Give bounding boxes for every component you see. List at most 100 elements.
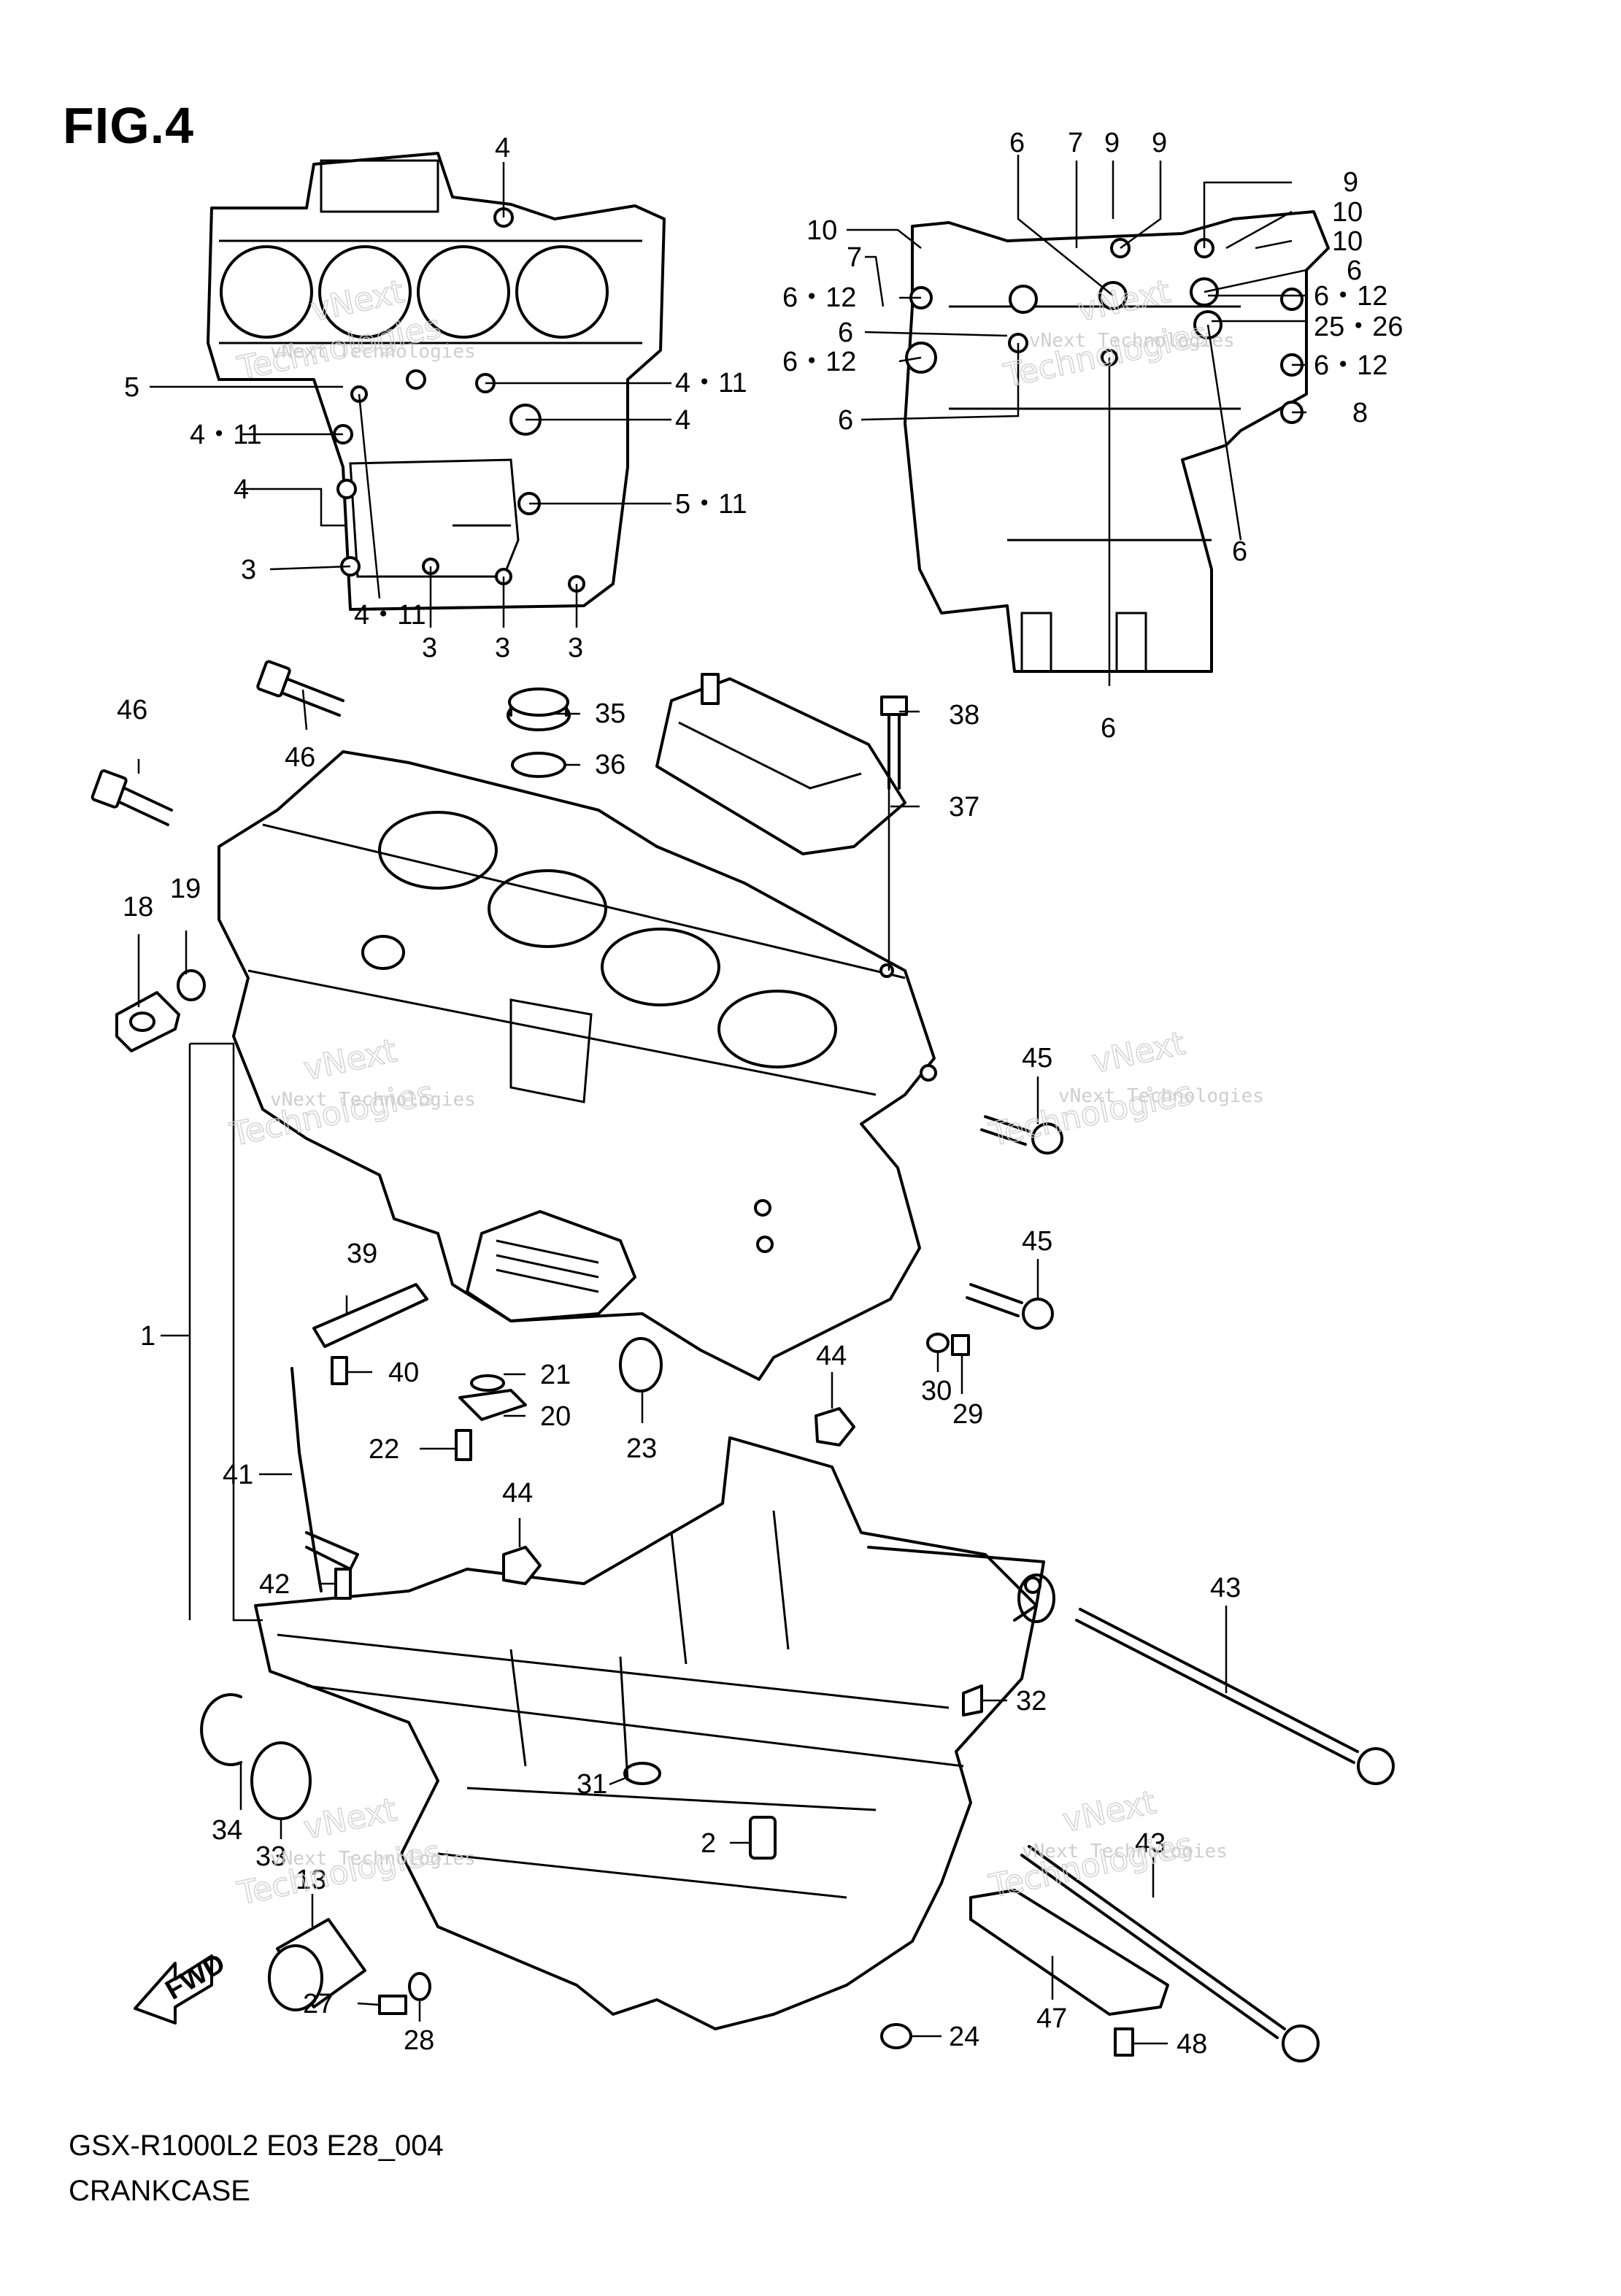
part-30-washer: [926, 1333, 950, 1353]
callout-label: 33: [255, 1841, 286, 1872]
watermark-text: vNext: [301, 1791, 400, 1847]
callout-label: 13: [296, 1865, 326, 1895]
part-37-cover: [655, 673, 906, 855]
callout-label: 36: [595, 750, 625, 780]
callout-label: 20: [540, 1401, 571, 1432]
watermark-text: vNext Technologies: [270, 1848, 476, 1870]
part-34-circlip: [200, 1693, 242, 1766]
callout-label: 41: [223, 1460, 253, 1490]
callout-label: 24: [949, 2022, 979, 2052]
callout-label: 44: [816, 1341, 847, 1371]
callout-label: 29: [952, 1399, 983, 1430]
callout-label: 4: [675, 405, 690, 436]
callout-label: 48: [1177, 2029, 1207, 2060]
watermark-text: vNext Technologies: [1029, 330, 1235, 352]
fwd-label: FWD: [161, 1948, 231, 2006]
callout-label: 2: [701, 1828, 716, 1859]
callout-labels: 4 5 4・11 4 3 4・11 3 3 3 4・11 4 5・11 6 7 …: [117, 128, 1404, 2060]
part-45-bolt-a: [980, 1115, 1063, 1155]
model-code: GSX-R1000L2 E03 E28_004: [69, 2130, 444, 2162]
part-23-cap: [619, 1337, 663, 1392]
part-22-bolt: [455, 1429, 472, 1461]
watermark-text: vNext: [1089, 1025, 1188, 1081]
callout-label: 3: [241, 555, 256, 585]
callout-label: 46: [285, 742, 315, 773]
callout-label: 6: [1232, 536, 1247, 567]
inset-case-side-view: [904, 210, 1330, 673]
callout-label: 4: [234, 474, 249, 505]
part-47-bracket: [969, 1889, 1169, 2016]
callout-label: 6・12: [782, 347, 856, 377]
callout-label: 32: [1016, 1686, 1047, 1717]
watermark-text: vNext Technologies: [1022, 1841, 1228, 1862]
callout-label: 34: [212, 1815, 242, 1846]
part-36-o-ring: [511, 752, 566, 778]
callout-label: 3: [568, 633, 583, 663]
callout-label: 9: [1152, 128, 1167, 158]
callout-label: 37: [949, 792, 979, 823]
part-28-washer: [408, 1972, 431, 2001]
callout-label: 44: [502, 1478, 533, 1509]
callout-label: 22: [369, 1434, 399, 1465]
watermark-text: vNext Technologies: [270, 1089, 476, 1111]
callout-label: 6: [1009, 128, 1025, 158]
callout-label: 27: [303, 1989, 334, 2019]
part-44-nut-b: [502, 1546, 542, 1585]
callout-label: 6・12: [782, 282, 856, 313]
callout-label: 21: [540, 1360, 571, 1390]
callout-label: 4・11: [675, 368, 747, 398]
diagram-name: CRANKCASE: [69, 2175, 250, 2207]
callout-label: 9: [1343, 167, 1358, 198]
part-24-plug: [880, 2023, 912, 2049]
callout-label: 4: [495, 133, 510, 163]
part-46-bolt-left: [91, 769, 173, 826]
callout-label: 3: [422, 633, 437, 663]
watermark-text: Technologies: [986, 1826, 1196, 1906]
part-45-bolt-b: [966, 1283, 1054, 1330]
callout-label: 6・12: [1314, 281, 1387, 312]
callout-label: 42: [259, 1569, 290, 1600]
part-40-bolt: [331, 1356, 348, 1385]
part-13-filter: [268, 1918, 366, 2011]
watermark-text: vNext Technologies: [1058, 1085, 1264, 1107]
callout-label: 10: [1332, 197, 1363, 228]
part-48-bolt: [1114, 2027, 1134, 2057]
part-42-bolt: [334, 1568, 352, 1600]
callout-label: 40: [388, 1357, 419, 1388]
callout-label: 6: [838, 317, 853, 348]
callout-label: 43: [1210, 1573, 1241, 1603]
callout-label: 35: [595, 698, 625, 729]
callout-label: 3: [495, 633, 510, 663]
part-20-clamp: [458, 1389, 527, 1421]
figure-title: FIG.4: [63, 97, 195, 154]
part-18-plug: [115, 991, 180, 1052]
callout-label: 9: [1104, 128, 1120, 158]
callout-label: 25・26: [1314, 312, 1404, 342]
callout-label: 43: [1135, 1828, 1166, 1859]
part-41-pipe: [290, 1367, 323, 1592]
part-33-gear: [250, 1741, 312, 1820]
callout-label: 10: [806, 215, 837, 246]
callout-label: 28: [404, 2025, 434, 2056]
part-39-bracket: [312, 1283, 428, 1348]
callout-label: 7: [847, 242, 862, 273]
part-43-long-bolt-b: [1020, 1845, 1320, 2062]
callout-label: 47: [1036, 2003, 1067, 2034]
part-43-long-bolt-a: [1075, 1608, 1395, 1785]
callout-label: 38: [949, 700, 979, 731]
callout-label: 6: [1347, 255, 1362, 286]
callout-label: 4・11: [190, 420, 262, 450]
callout-label: 7: [1068, 128, 1083, 158]
part-46-bolt-upper: [256, 660, 344, 717]
callout-label: 10: [1332, 226, 1363, 257]
part-38-bolt: [880, 696, 908, 790]
callout-label: 18: [123, 892, 153, 922]
watermark-text: Technologies: [1001, 315, 1211, 395]
callout-label: 6・12: [1314, 350, 1387, 381]
callout-label: 39: [347, 1238, 377, 1269]
callout-label: 19: [170, 874, 201, 904]
callout-label: 4・11: [354, 600, 426, 631]
callout-label: 6: [838, 405, 853, 436]
callout-label: 31: [577, 1769, 607, 1800]
